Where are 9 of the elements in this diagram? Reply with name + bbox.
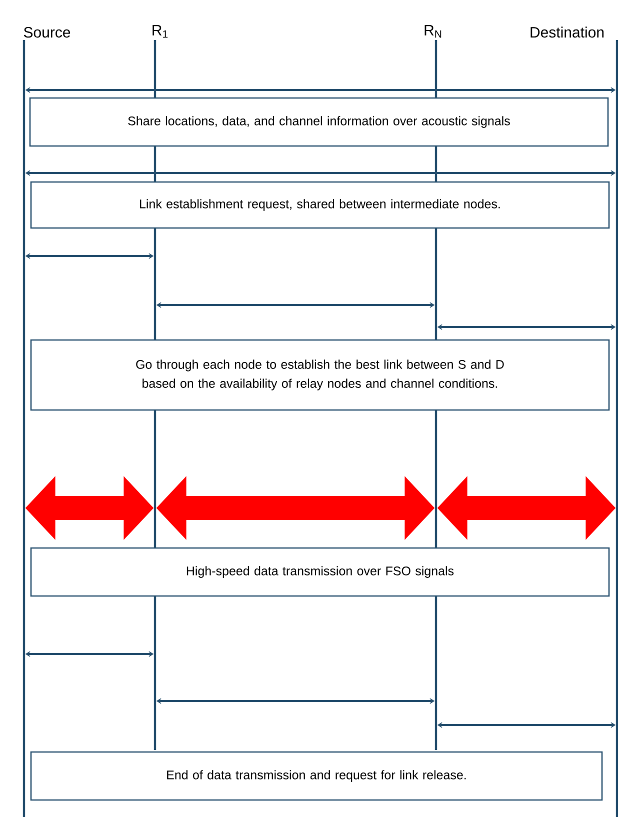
- node-label: R$_{1}$: [152, 25, 168, 38]
- node-label: R$_{N}$: [424, 25, 442, 38]
- message-box: Share locations, data, and channel information over acoustic signals: [29, 97, 609, 147]
- message-box: End of data transmission and request for link release.: [30, 751, 603, 801]
- message-box: Link establishment request, shared between intermediate nodes.: [30, 181, 610, 229]
- node-label: Source: [24, 26, 70, 38]
- message-box: High-speed data transmission over FSO signals: [30, 547, 610, 597]
- node-label: Destination: [530, 26, 604, 38]
- message-box: Go through each node to establish the best link between S and D based on the availability of relay nodes and channel conditions.: [30, 339, 610, 411]
